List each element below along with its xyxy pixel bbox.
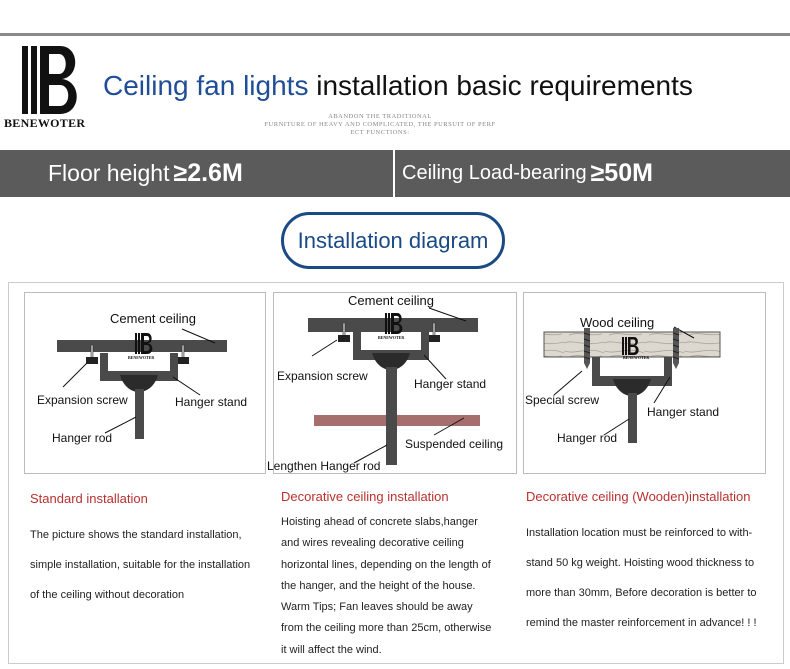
cement-ceiling-label: Cement ceiling	[110, 311, 196, 326]
hanger-rod-label: Hanger rod	[52, 431, 113, 445]
text-line: The picture shows the standard installat…	[30, 529, 242, 541]
hanger-stand-bracket	[592, 357, 672, 386]
installation-panel	[8, 282, 784, 664]
load-bearing-requirement: Ceiling Load-bearing ≥50M	[402, 150, 653, 197]
hanger-stand-label: Hanger stand	[175, 395, 248, 409]
expansion-screw-label: Expansion screw	[277, 369, 368, 383]
top-divider	[0, 33, 790, 36]
svg-text:BENEWOTER: BENEWOTER	[623, 355, 649, 360]
wooden-installation-title: Decorative ceiling (Wooden)installation	[526, 489, 751, 504]
requirements-divider	[393, 150, 395, 197]
special-screw-label: Special screw	[525, 393, 600, 407]
decorative-mount-drawing: BENEWOTER	[308, 307, 480, 465]
text-line: of the ceiling without decoration	[30, 589, 185, 601]
text-line: remind the master reinforcement in advan…	[526, 617, 757, 629]
text-line: from the ceiling more than 25cm, otherwi…	[281, 622, 492, 635]
decorative-installation-title: Decorative ceiling installation	[281, 489, 449, 504]
tagline-line: FURNITURE OF HEAVY AND COMPLICATED, THE …	[264, 121, 496, 128]
hanger-rod	[135, 389, 144, 439]
text-line: Warm Tips; Fan leaves should be away	[281, 601, 473, 614]
text-line: the hanger, and the height of the house.	[281, 579, 476, 592]
text-line: more than 30mm, Before decoration is bet…	[526, 587, 757, 599]
decorative-installation-text: Hoisting ahead of concrete slabs,hanger …	[281, 512, 491, 661]
tagline-line: ECT FUNCTIONS:	[350, 129, 410, 136]
requirements-band	[0, 150, 790, 197]
wooden-mount-drawing: BENEWOTER	[543, 326, 721, 443]
suspended-ceiling-label: Suspended ceiling	[405, 437, 504, 451]
tagline-line: ABANDON THE TRADITIONAL	[328, 113, 432, 120]
tagline: ABANDON THE TRADITIONAL FURNITURE OF HEA…	[240, 113, 520, 137]
hanger-stand-label: Hanger stand	[414, 377, 487, 391]
lengthen-hanger-rod-label: Lengthen Hanger rod	[267, 459, 381, 473]
mini-logo-icon: BENEWOTER	[622, 337, 649, 360]
svg-text:BENEWOTER: BENEWOTER	[128, 355, 154, 360]
wood-ceiling-label: Wood ceiling	[580, 315, 655, 330]
page-title: Ceiling fan lights installation basic re…	[103, 70, 693, 102]
brand-logo: BENEWOTER	[4, 46, 104, 136]
wooden-installation-diagram: BENEWOTER Wood ceiling Special screw Han…	[523, 292, 766, 474]
lengthen-hanger-rod	[386, 367, 397, 465]
standard-installation-title: Standard installation	[30, 491, 148, 506]
hanger-stand-bracket	[100, 353, 178, 381]
wooden-installation-text: Installation location must be reinforced…	[526, 518, 757, 638]
decorative-installation-diagram: BENEWOTER Cement ceiling Expansion screw…	[267, 292, 517, 474]
text-line: simple installation, suitable for the in…	[30, 559, 251, 571]
floor-height-value: ≥2.6M	[173, 159, 243, 187]
standard-installation-text: The picture shows the standard installat…	[30, 520, 250, 610]
brand-name: BENEWOTER	[4, 116, 86, 130]
text-line: Hoisting ahead of concrete slabs,hanger	[281, 516, 478, 528]
hanger-stand-label: Hanger stand	[647, 405, 720, 419]
installation-diagram-heading: Installation diagram	[281, 212, 505, 269]
title-highlight: Ceiling fan lights	[103, 70, 309, 101]
brand-b-logo-icon	[22, 46, 77, 114]
mini-logo-icon: BENEWOTER	[378, 313, 404, 340]
hanger-rod-label: Hanger rod	[557, 431, 618, 445]
title-rest: installation basic requirements	[308, 70, 693, 101]
standard-mount-drawing: BENEWOTER	[57, 328, 227, 439]
svg-text:BENEWOTER: BENEWOTER	[378, 335, 404, 340]
text-line: horizontal lines, depending on the lengt…	[281, 558, 491, 571]
text-line: stand 50 kg weight. Hoisting wood thickn…	[526, 557, 755, 569]
load-bearing-label: Ceiling Load-bearing	[402, 162, 587, 184]
text-line: and wires revealing decorative ceiling	[281, 537, 464, 550]
hanger-rod	[628, 393, 637, 443]
text-line: Installation location must be reinforced…	[526, 527, 753, 539]
mini-logo-icon: BENEWOTER	[128, 333, 154, 360]
standard-installation-diagram: BENEWOTER Cement ceiling Expansion screw…	[24, 292, 266, 474]
load-bearing-value: ≥50M	[590, 159, 653, 187]
cement-ceiling-label: Cement ceiling	[348, 293, 434, 308]
floor-height-requirement: Floor height ≥2.6M	[48, 150, 243, 197]
expansion-screw-label: Expansion screw	[37, 393, 128, 407]
floor-height-label: Floor height	[48, 160, 170, 186]
text-line: it will affect the wind.	[281, 643, 382, 656]
